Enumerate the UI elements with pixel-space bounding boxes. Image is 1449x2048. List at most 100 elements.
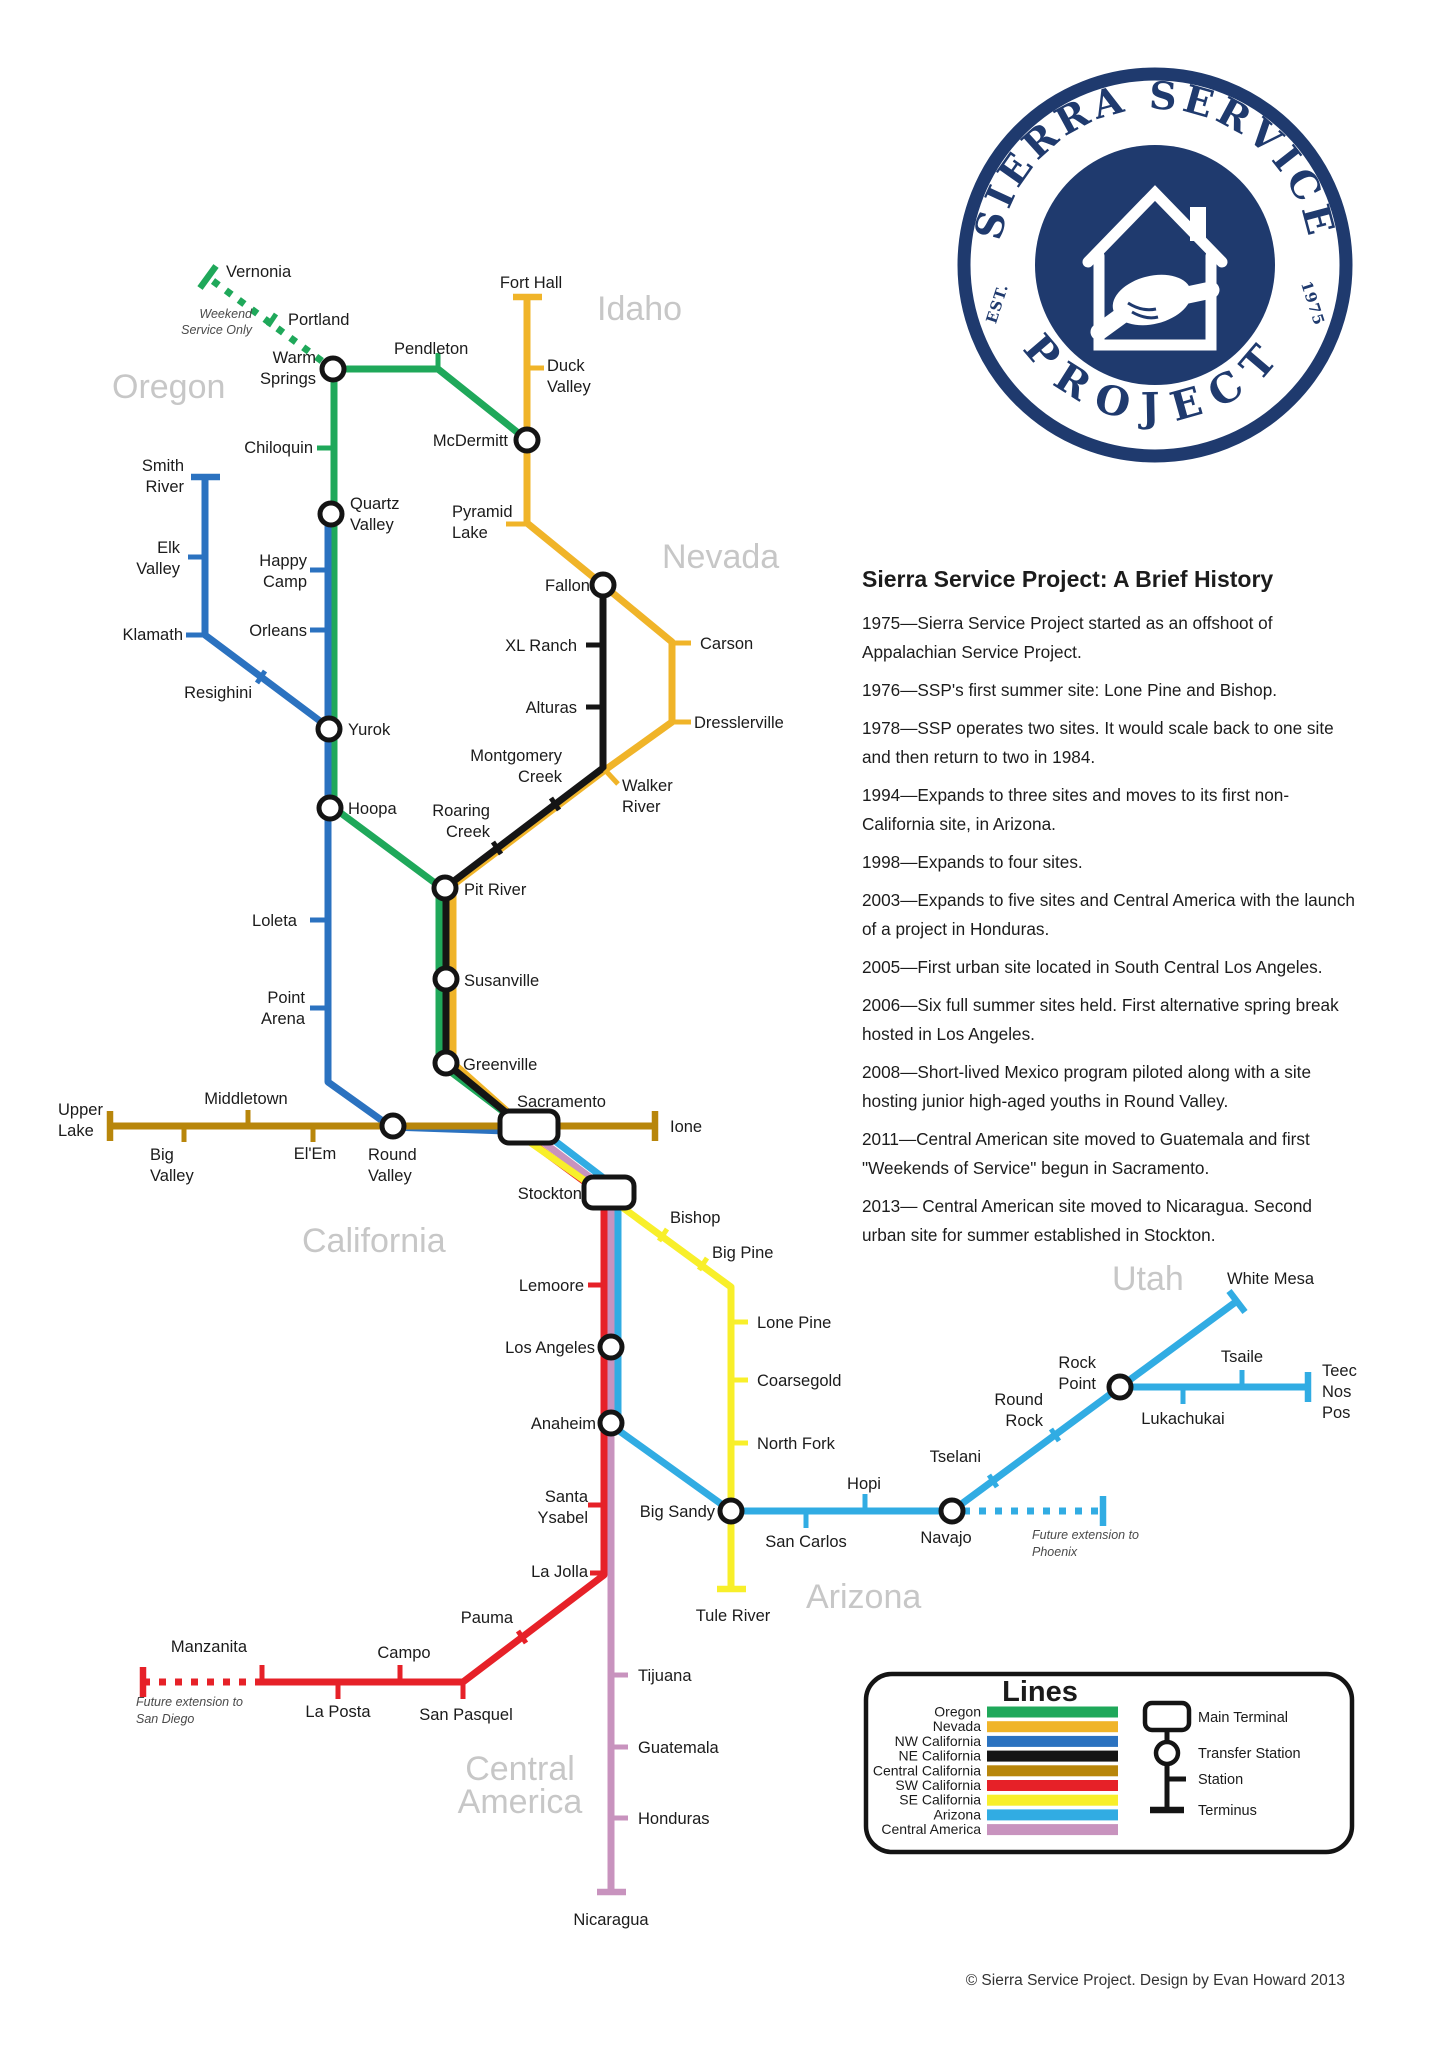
station-tick-tselani [986,1473,1000,1489]
station-label-navajo: Navajo [920,1529,971,1547]
station-label-greenville: Greenville [463,1056,537,1074]
transfer-station-yurok [315,715,343,743]
history-entry-10: 2013— Central American site moved to Nic… [862,1196,1312,1245]
map-station-ticks-layer [181,312,1245,1821]
station-label-fort-hall: Fort Hall [500,274,562,292]
legend-swatch-oregon [987,1706,1118,1718]
transfer-station-fallon [589,571,617,599]
transfer-station-hoopa [316,794,344,822]
legend-markers: Main Terminal Transfer Station Station T… [1142,1700,1301,1819]
legend-line-label-arizona: Arizona [934,1806,982,1822]
history-title: Sierra Service Project: A Brief History [862,566,1274,592]
legend-transfer-station-label: Transfer Station [1198,1746,1301,1762]
main-terminal-sacramento [497,1108,561,1146]
station-label-lone-pine: Lone Pine [757,1314,831,1332]
station-tick-portland [265,312,279,328]
station-tick-round-rock [1048,1427,1062,1443]
legend-swatch-arizona [987,1809,1118,1821]
legend-main-terminal-label: Main Terminal [1198,1710,1288,1726]
legend-swatch-central_california [987,1765,1118,1777]
map-nodes-layer [315,355,1134,1525]
station-label-stockton: Stockton [518,1185,582,1203]
history-entries: 1975—Sierra Service Project started as a… [862,609,1358,1250]
transfer-station-susanville [432,965,460,993]
station-label-xl-ranch: XL Ranch [505,637,577,655]
station-label-nicaragua: Nicaragua [573,1911,649,1929]
station-label-mcdermitt: McDermitt [433,432,509,450]
station-label-la-jolla: La Jolla [531,1563,589,1581]
station-label-manzanita: Manzanita [171,1638,248,1656]
legend-swatch-se_california [987,1794,1118,1806]
station-tick-walker-river [603,768,620,786]
map-termini-layer [106,264,1312,1896]
legend-line-label-ne_california: NE California [899,1748,982,1764]
transfer-station-round-valley [379,1112,407,1140]
transfer-station-anaheim [597,1409,625,1437]
legend-line-label-nw_california: NW California [895,1733,982,1749]
region-label-region-arizona: Arizona [806,1578,921,1616]
main-terminal-stockton [581,1174,637,1211]
history-entry-8: 2008—Short-lived Mexico program piloted … [862,1062,1312,1111]
legend-swatch-central_america [987,1824,1118,1836]
station-label-white-mesa: White Mesa [1227,1270,1315,1288]
main-terminal-icon [1142,1700,1192,1733]
station-label-coarsegold: Coarsegold [757,1372,841,1390]
line-oregon [330,365,530,1122]
station-label-carson: Carson [700,635,753,653]
station-label-pendleton: Pendleton [394,340,468,358]
station-label-tsaile: Tsaile [1221,1348,1263,1366]
legend-swatch-ne_california [987,1750,1118,1762]
ssp-logo: SIERRA SERVICE PROJECT EST. 1975 [957,67,1353,463]
station-label-portland: Portland [288,311,349,329]
station-label-tijuana: Tijuana [638,1667,692,1685]
station-label-klamath: Klamath [122,626,183,644]
station-tick-pauma [515,1629,529,1645]
transfer-station-mcdermitt [513,426,541,454]
station-label-honduras: Honduras [638,1810,710,1828]
history-entry-7: 2006—Six full summer sites held. First a… [862,995,1339,1044]
station-label-chiloquin: Chiloquin [244,439,313,457]
station-label-sacramento: Sacramento [517,1093,606,1111]
station-label-vernonia: Vernonia [226,263,292,281]
footer-credit: © Sierra Service Project. Design by Evan… [965,1972,1345,1989]
history-entry-3: 1994—Expands to three sites and moves to… [862,785,1290,834]
station-label-big-pine: Big Pine [712,1244,773,1262]
legend-swatch-nevada [987,1721,1118,1733]
station-tick-bishop [656,1227,670,1243]
region-label-region-oregon: Oregon [112,368,225,406]
legend-station-label: Station [1198,1772,1243,1788]
station-label-north-fork: North Fork [757,1435,836,1453]
station-label-tule-river: Tule River [696,1607,771,1625]
station-label-bishop: Bishop [670,1209,720,1227]
line-se-california [521,1135,735,1589]
legend-line-label-central_america: Central America [881,1821,981,1837]
station-tick-montgomery-creek [548,796,562,812]
station-label-loleta: Loleta [252,912,298,930]
station-label-susanville: Susanville [464,972,539,990]
history-entry-6: 2005—First urban site located in South C… [862,957,1323,977]
transfer-station-rock-point [1106,1373,1134,1401]
station-label-pit-river: Pit River [464,881,527,899]
station-label-los-angeles: Los Angeles [505,1339,595,1357]
transfer-station-warm-springs [319,355,347,383]
region-label-region-nevada: Nevada [662,538,779,576]
history-entry-4: 1998—Expands to four sites. [862,852,1083,872]
legend-box [863,1671,1355,1855]
terminus-white-mesa [1226,1289,1248,1314]
